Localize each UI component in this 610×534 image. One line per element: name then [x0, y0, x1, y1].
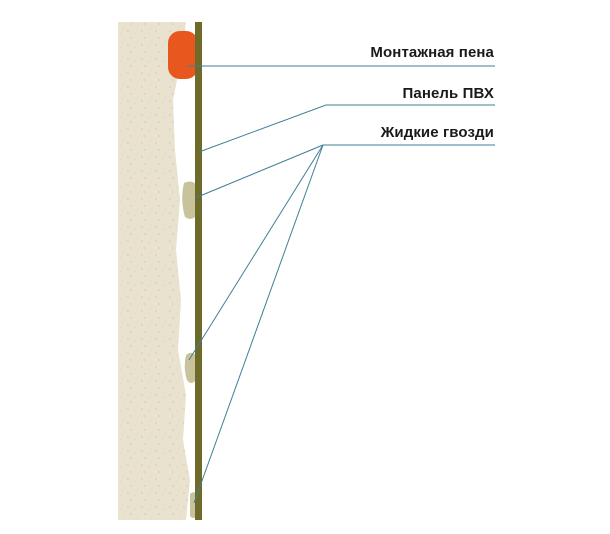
- leader-lines: [187, 65, 495, 504]
- leader-line-glue-1: [194, 144, 324, 199]
- mounting-foam: [168, 31, 198, 79]
- leader-line-panel: [198, 104, 495, 153]
- liquid-nails-blob-2: [184, 352, 196, 383]
- leader-line-glue-2: [188, 144, 324, 361]
- pvc-panel: [195, 22, 202, 520]
- label-mounting-foam: Монтажная пена: [370, 44, 494, 61]
- label-liquid-nails: Жидкие гвозди: [380, 124, 494, 141]
- label-pvc-panel: Панель ПВХ: [402, 85, 494, 102]
- leader-line-glue-3: [193, 144, 324, 504]
- liquid-nails-blob-1: [182, 181, 197, 219]
- wall-base: [118, 22, 190, 520]
